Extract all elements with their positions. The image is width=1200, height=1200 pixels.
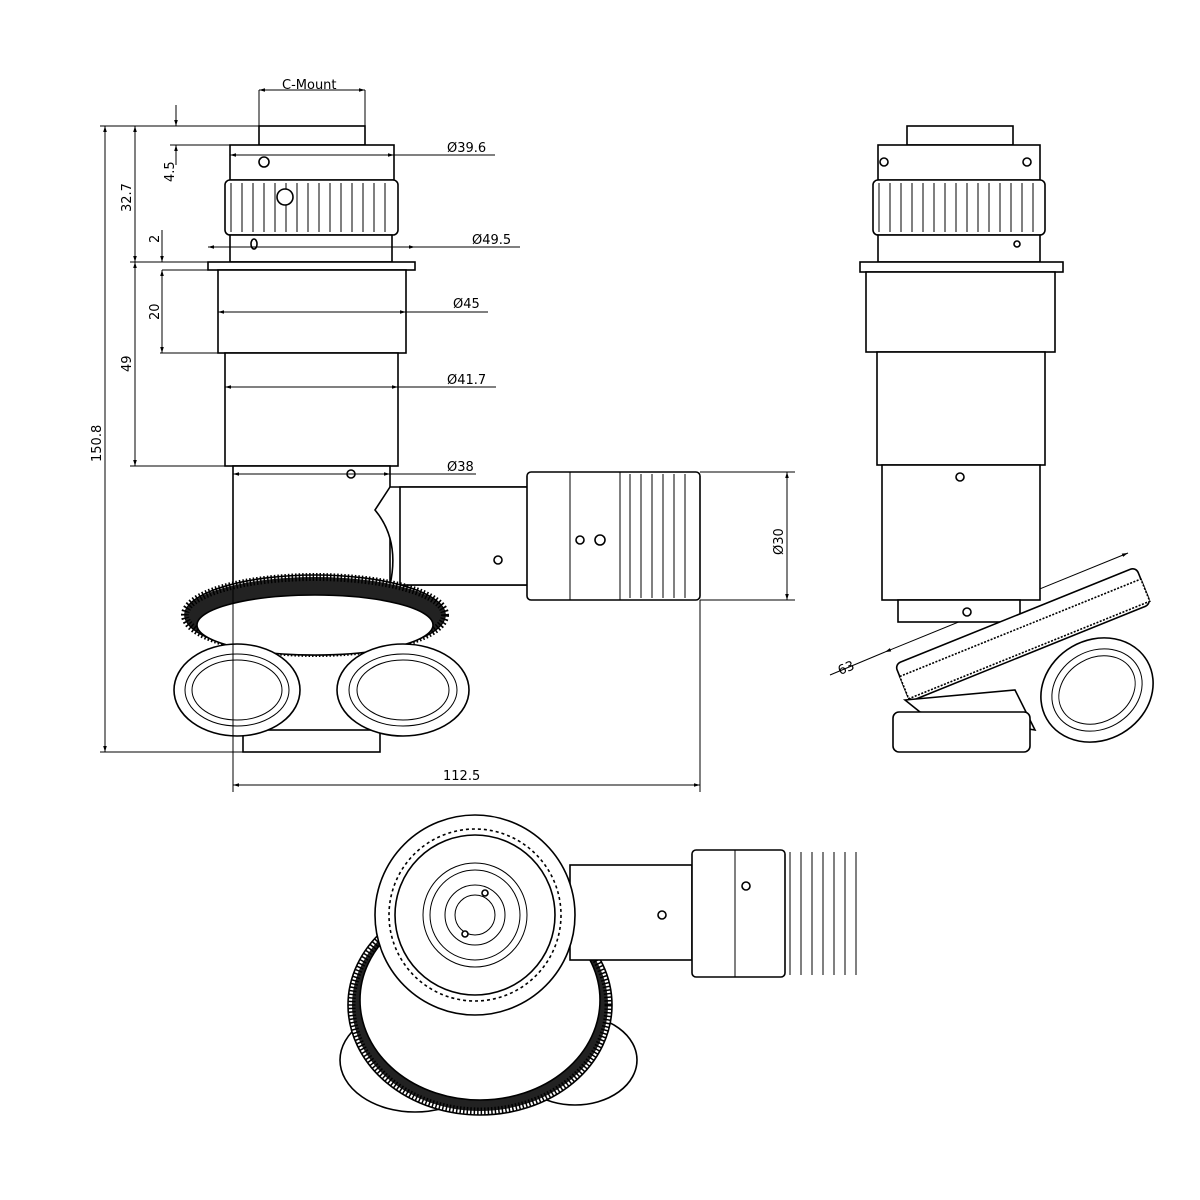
dimension-labels: C-Mount Ø39.6 Ø49.5 Ø45 Ø41.7 Ø38 Ø30 4.… — [90, 78, 857, 784]
label-49: 49 — [120, 355, 135, 372]
label-d41-7: Ø41.7 — [447, 373, 486, 388]
front-view — [173, 125, 701, 753]
label-d30: Ø30 — [772, 528, 787, 555]
label-2: 2 — [148, 235, 163, 243]
label-112-5: 112.5 — [443, 769, 480, 784]
label-4-5: 4.5 — [163, 161, 178, 182]
label-d38: Ø38 — [447, 460, 474, 475]
label-32-7: 32.7 — [120, 183, 135, 212]
label-150-8: 150.8 — [90, 425, 105, 462]
label-d49-5: Ø49.5 — [472, 233, 511, 248]
label-20: 20 — [148, 303, 163, 320]
label-c-mount: C-Mount — [282, 78, 337, 93]
label-d39-6: Ø39.6 — [447, 141, 486, 156]
side-view — [859, 125, 1154, 753]
label-63: 63 — [836, 659, 857, 679]
bottom-view — [339, 814, 857, 1116]
label-d45: Ø45 — [453, 297, 480, 312]
